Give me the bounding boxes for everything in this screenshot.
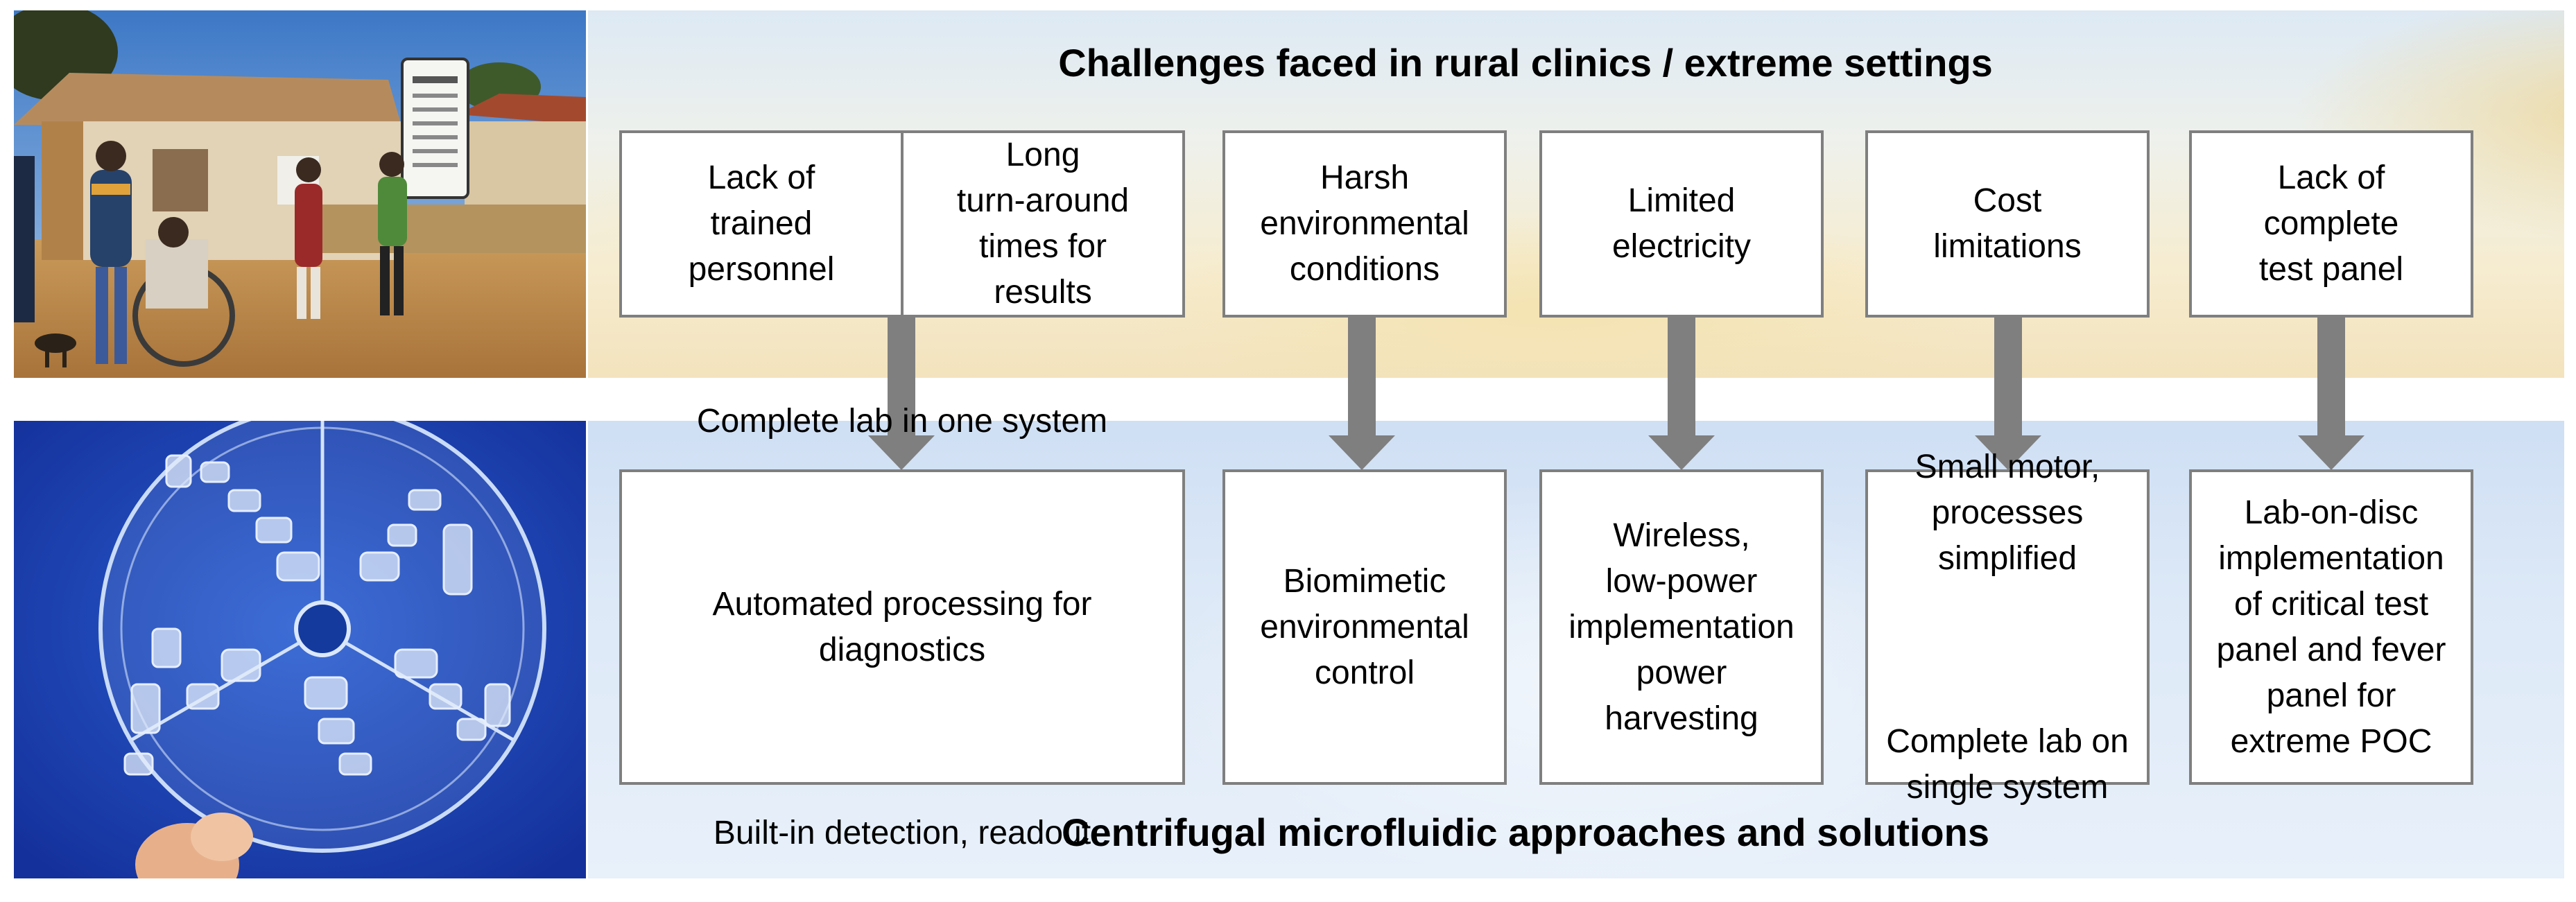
challenge-box-harsh-conditions: Harsh environmental conditions	[1222, 130, 1507, 318]
solution-box-lab-on-disc: Lab-on-disc implementation of critical t…	[2189, 469, 2473, 785]
solution-spacer	[697, 490, 1107, 536]
rural-clinic-photo	[14, 10, 586, 378]
challenge-label: Limited electricity	[1611, 182, 1752, 265]
arrow-3	[1648, 316, 1715, 470]
microfluidic-disc-photo	[14, 421, 586, 878]
solution-box-small-motor: Small motor, processes simplified Comple…	[1865, 449, 2150, 806]
challenge-label: Harsh environmental conditions	[1260, 159, 1469, 288]
arrow-2	[1329, 316, 1395, 470]
challenge-box-cost-limitations: Cost limitations	[1865, 130, 2150, 318]
challenge-box-trained-personnel: Lack of trained personnel	[619, 130, 904, 318]
solution-line: Biomimetic environmental control	[1260, 562, 1469, 691]
solution-spacer	[697, 719, 1107, 765]
solution-line: Small motor, processes simplified	[1914, 448, 2100, 577]
solution-line: Complete lab on single system	[1886, 722, 2129, 806]
arrow-5	[2298, 316, 2365, 470]
solution-line: Automated processing for diagnostics	[712, 585, 1092, 668]
solution-box-biomimetic: Biomimetic environmental control	[1222, 469, 1507, 785]
challenge-box-turnaround-times: Long turn-around times for results	[901, 130, 1185, 318]
solutions-title: Centrifugal microfluidic approaches and …	[1062, 810, 1989, 854]
rural-clinic-illustration	[14, 10, 586, 378]
microfluidic-disc-illustration	[14, 421, 586, 878]
challenge-label: Lack of complete test panel	[2258, 159, 2404, 288]
challenge-box-test-panel: Lack of complete test panel	[2189, 130, 2473, 318]
solution-line: Lab-on-disc implementation of critical t…	[2216, 494, 2446, 760]
solution-line: Wireless, low-power implementation power…	[1568, 517, 1795, 737]
arrow-4	[1975, 316, 2041, 470]
challenge-label: Long turn-around times for results	[956, 137, 1130, 311]
solution-spacer	[1886, 627, 2129, 673]
challenge-box-limited-electricity: Limited electricity	[1539, 130, 1824, 318]
solution-line: Built-in detection, readout	[713, 814, 1091, 851]
challenges-title: Challenges faced in rural clinics / extr…	[1058, 41, 1993, 85]
solution-box-wireless: Wireless, low-power implementation power…	[1539, 469, 1824, 785]
solution-box-complete-lab: Complete lab in one system Automated pro…	[619, 403, 1185, 851]
arrow-1	[868, 316, 935, 470]
solution-line: Complete lab in one system	[696, 402, 1108, 440]
challenge-label: Cost limitations	[1933, 182, 2082, 265]
challenge-label: Lack of trained personnel	[688, 159, 835, 288]
